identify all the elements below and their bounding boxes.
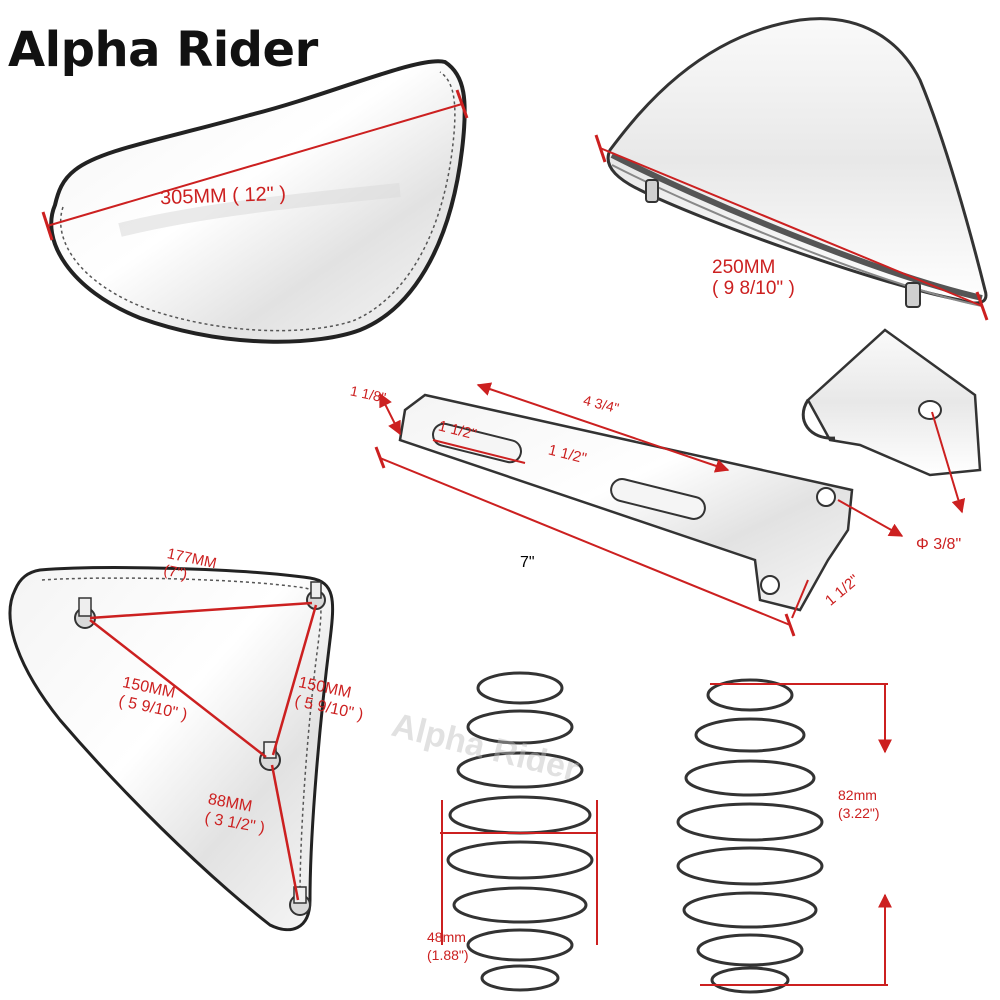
spring-height-label: 82mm (3.22") (838, 786, 880, 822)
seat-width-dimension (41, 89, 469, 241)
spring-diameter-mm: 48mm (427, 929, 466, 945)
mount-bolt-top-left (74, 597, 96, 629)
baseplate-width-label: 250MM ( 9 8/10" ) (712, 257, 795, 299)
watermark-text: Alpha Rider (388, 706, 582, 789)
bracket-hole-diameter-label: Φ 3/8" (916, 536, 962, 553)
baseplate-width-mm: 250MM (712, 257, 776, 278)
spring-diameter-dimension (440, 800, 598, 945)
seat-width-label: 305MM ( 12" ) (159, 182, 287, 210)
baseplate-width-inch: ( 9 8/10" ) (712, 278, 795, 299)
spring-diameter-label: 48mm (1.88") (427, 928, 469, 964)
bracket-image (398, 328, 982, 612)
brand-logo-text: Alpha Rider (8, 22, 318, 78)
spring-right-image (676, 678, 824, 994)
mount-dimension-lines (89, 601, 318, 901)
seat-base-image (8, 566, 335, 932)
bracket-total-length-label: 7" (520, 554, 535, 571)
spring-left-image (446, 671, 594, 992)
bracket-dimension-lines (374, 382, 966, 637)
spring-height-dimension (700, 683, 892, 986)
baseplate-width-dimension (594, 134, 989, 321)
seat-top-image (49, 59, 467, 344)
mount-bolt-middle (259, 741, 281, 771)
spring-height-mm: 82mm (838, 787, 877, 803)
mount-bolt-top-right (306, 581, 326, 610)
spring-diameter-in: (1.88") (427, 947, 469, 963)
spring-height-in: (3.22") (838, 805, 880, 821)
baseplate-image (606, 17, 988, 308)
